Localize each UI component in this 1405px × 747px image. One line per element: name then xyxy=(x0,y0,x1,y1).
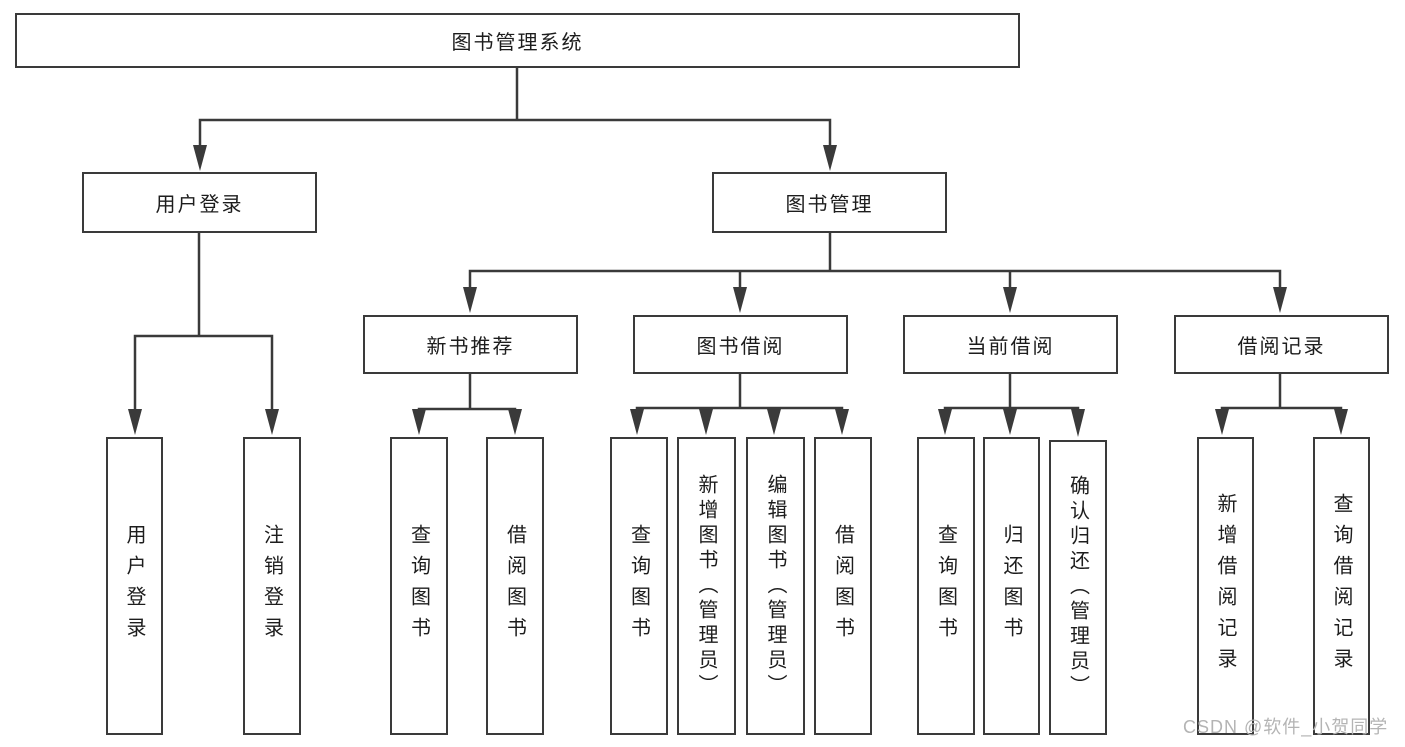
leaf-current-confirm-return-admin: 确认归还（管理员） xyxy=(1049,440,1107,735)
node-library-system: 图书管理系统 xyxy=(15,13,1020,68)
leaf-recommend-query-books-label: 查询图书 xyxy=(407,524,430,648)
leaf-borrowing-edit-books-admin-label: 编辑图书（管理员） xyxy=(764,473,786,699)
leaf-recommend-borrow-books: 借阅图书 xyxy=(486,437,544,735)
leaf-borrowing-borrow-books: 借阅图书 xyxy=(814,437,872,735)
watermark-text: CSDN @软件_小贺同学 xyxy=(1183,717,1389,737)
leaf-borrowing-add-books-admin-label: 新增图书（管理员） xyxy=(695,473,717,699)
node-current-borrowing-label: 当前借阅 xyxy=(966,336,1055,358)
node-book-management: 图书管理 xyxy=(712,172,947,233)
node-current-borrowing: 当前借阅 xyxy=(903,315,1118,374)
leaf-borrowing-edit-books-admin: 编辑图书（管理员） xyxy=(746,437,805,735)
leaf-current-return-books: 归还图书 xyxy=(983,437,1040,735)
node-new-book-recommend-label: 新书推荐 xyxy=(426,336,515,358)
leaf-logout: 注销登录 xyxy=(243,437,301,735)
leaf-records-query-record: 查询借阅记录 xyxy=(1313,437,1370,735)
leaf-records-query-record-label: 查询借阅记录 xyxy=(1330,493,1352,679)
node-library-system-label: 图书管理系统 xyxy=(451,32,584,54)
node-user-login-label: 用户登录 xyxy=(155,194,244,216)
node-book-management-label: 图书管理 xyxy=(785,194,874,216)
leaf-current-query-books: 查询图书 xyxy=(917,437,975,735)
node-book-borrowing: 图书借阅 xyxy=(633,315,848,374)
leaf-user-login-label: 用户登录 xyxy=(123,524,145,648)
leaf-recommend-query-books: 查询图书 xyxy=(390,437,448,735)
leaf-borrowing-query-books-label: 查询图书 xyxy=(627,524,650,648)
leaf-records-add-record-label: 新增借阅记录 xyxy=(1214,493,1236,679)
node-borrow-records-label: 借阅记录 xyxy=(1237,336,1326,358)
node-book-borrowing-label: 图书借阅 xyxy=(696,336,785,358)
leaf-records-add-record: 新增借阅记录 xyxy=(1197,437,1254,735)
leaf-recommend-borrow-books-label: 借阅图书 xyxy=(503,524,526,648)
leaf-user-login: 用户登录 xyxy=(106,437,163,735)
node-borrow-records: 借阅记录 xyxy=(1174,315,1389,374)
leaf-borrowing-borrow-books-label: 借阅图书 xyxy=(831,524,854,648)
leaf-borrowing-query-books: 查询图书 xyxy=(610,437,668,735)
leaf-current-confirm-return-admin-label: 确认归还（管理员） xyxy=(1066,475,1089,700)
leaf-logout-label: 注销登录 xyxy=(260,524,283,648)
leaf-borrowing-add-books-admin: 新增图书（管理员） xyxy=(677,437,736,735)
node-user-login: 用户登录 xyxy=(82,172,317,233)
node-new-book-recommend: 新书推荐 xyxy=(363,315,578,374)
leaf-current-query-books-label: 查询图书 xyxy=(934,524,957,648)
leaf-current-return-books-label: 归还图书 xyxy=(1000,524,1022,648)
